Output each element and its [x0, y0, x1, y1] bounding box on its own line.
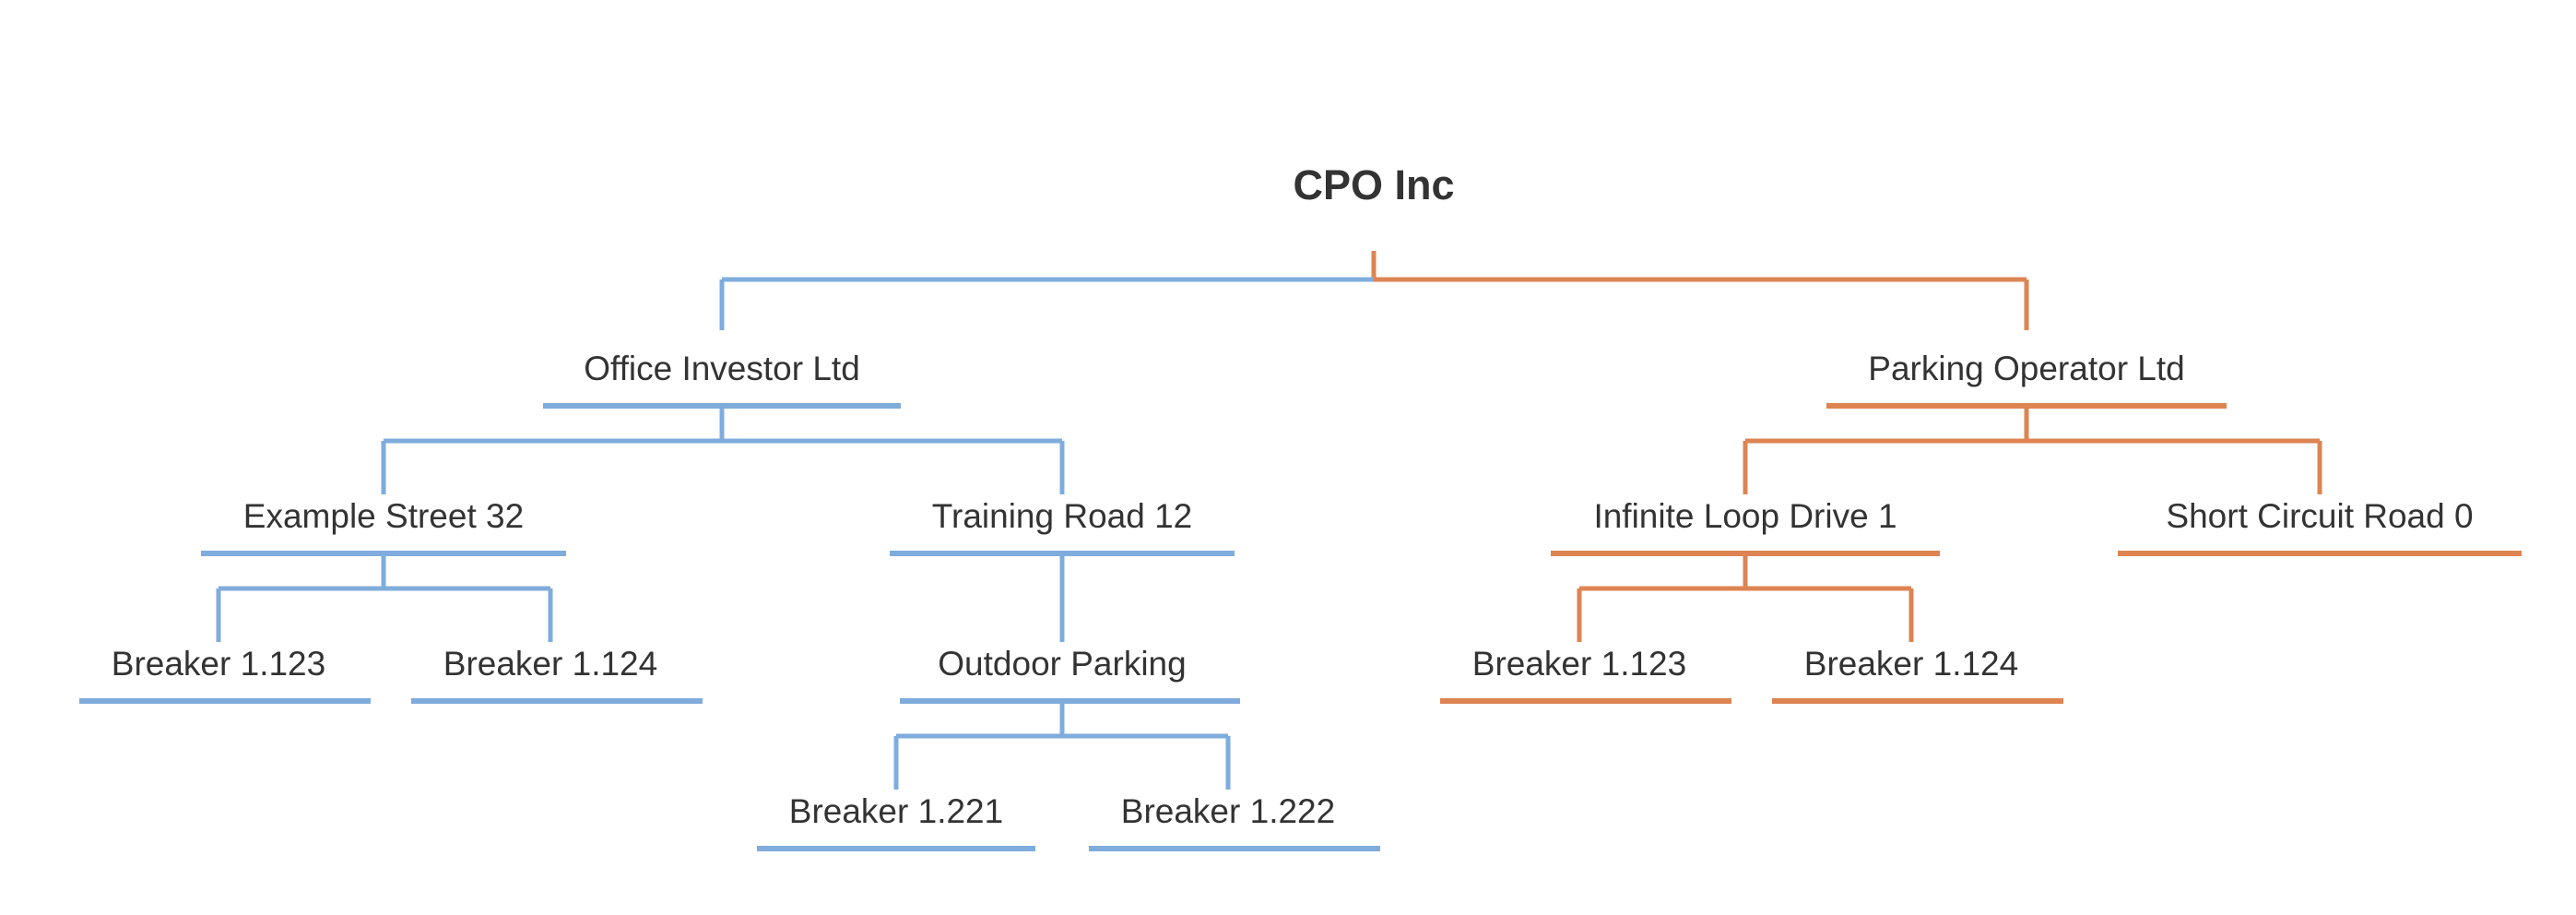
node-breaker-1123-blue[interactable]: Breaker 1.123: [79, 645, 371, 704]
node-breaker-1222[interactable]: Breaker 1.222: [1089, 792, 1380, 851]
node-root[interactable]: CPO Inc: [1293, 161, 1454, 208]
node-parking-operator[interactable]: Parking Operator Ltd: [1826, 350, 2227, 409]
node-root-label: CPO Inc: [1293, 161, 1454, 208]
node-layer: CPO Inc Office Investor Ltd Parking Oper…: [79, 161, 2522, 851]
node-breaker-1124-blue[interactable]: Breaker 1.124: [411, 645, 703, 704]
node-short-circuit-label: Short Circuit Road 0: [2166, 497, 2473, 535]
node-example-street[interactable]: Example Street 32: [201, 497, 566, 556]
node-breaker-1123-blue-label: Breaker 1.123: [112, 645, 325, 683]
node-parking-operator-label: Parking Operator Ltd: [1868, 350, 2184, 387]
node-breaker-1124-orange-label: Breaker 1.124: [1804, 645, 2018, 683]
node-example-street-label: Example Street 32: [243, 497, 524, 535]
node-office-investor-label: Office Investor Ltd: [584, 350, 860, 387]
node-breaker-1222-label: Breaker 1.222: [1121, 792, 1335, 830]
node-breaker-1124-blue-label: Breaker 1.124: [443, 645, 657, 683]
node-training-road-label: Training Road 12: [932, 497, 1192, 535]
node-breaker-1221[interactable]: Breaker 1.221: [757, 792, 1035, 851]
node-short-circuit[interactable]: Short Circuit Road 0: [2118, 497, 2522, 556]
node-infinite-loop-label: Infinite Loop Drive 1: [1593, 497, 1897, 535]
node-outdoor-parking[interactable]: Outdoor Parking: [900, 645, 1240, 704]
node-breaker-1123-orange-label: Breaker 1.123: [1472, 645, 1686, 683]
node-infinite-loop[interactable]: Infinite Loop Drive 1: [1551, 497, 1940, 556]
node-office-investor[interactable]: Office Investor Ltd: [543, 350, 901, 409]
node-breaker-1124-orange[interactable]: Breaker 1.124: [1772, 645, 2063, 704]
node-breaker-1221-label: Breaker 1.221: [789, 792, 1003, 830]
edge-layer: [216, 251, 2322, 790]
node-breaker-1123-orange[interactable]: Breaker 1.123: [1440, 645, 1731, 704]
node-outdoor-parking-label: Outdoor Parking: [938, 645, 1186, 683]
node-training-road[interactable]: Training Road 12: [890, 497, 1235, 556]
